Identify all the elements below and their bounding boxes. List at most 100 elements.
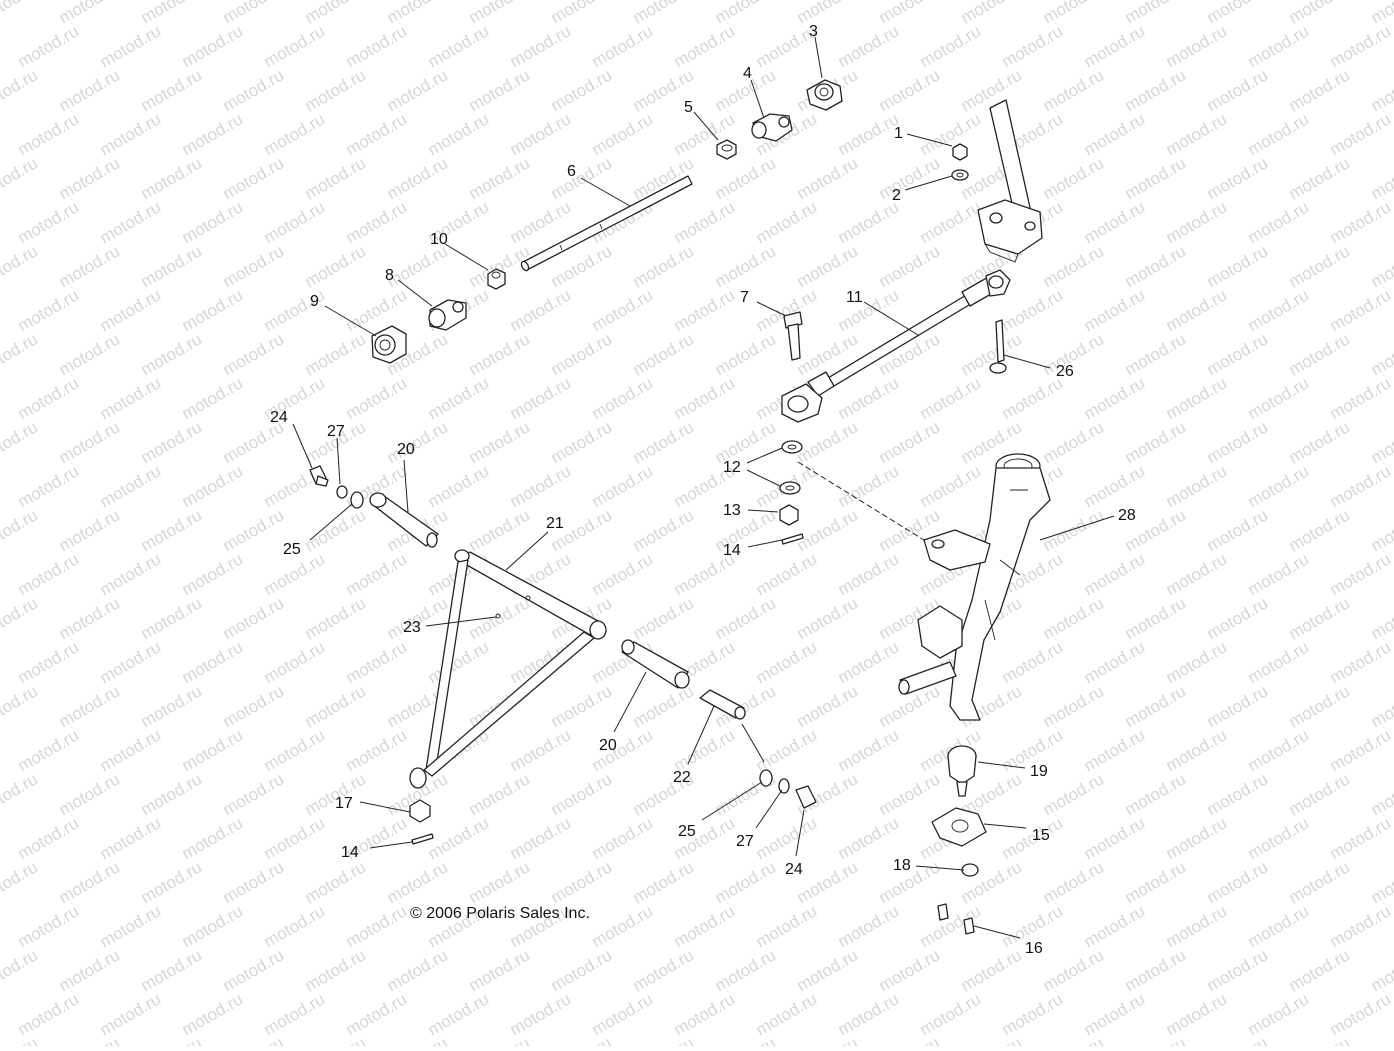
watermark-text: motod.ru — [794, 681, 862, 731]
watermark-text: motod.ru — [1163, 285, 1231, 335]
watermark-text: motod.ru — [1122, 329, 1190, 379]
part-washer-12b — [780, 482, 800, 494]
watermark-text: motod.ru — [876, 241, 944, 291]
watermark-text: motod.ru — [179, 21, 247, 71]
watermark-text: motod.ru — [1122, 417, 1190, 467]
watermark-text: motod.ru — [1368, 241, 1394, 291]
watermark-text: motod.ru — [1122, 945, 1190, 995]
watermark-text: motod.ru — [1327, 461, 1394, 511]
watermark-text: motod.ru — [302, 945, 370, 995]
watermark-text: motod.ru — [97, 637, 165, 687]
watermark-text: motod.ru — [138, 505, 206, 555]
watermark-text: motod.ru — [712, 1033, 780, 1046]
watermark-text: motod.ru — [466, 65, 534, 115]
watermark-text: motod.ru — [384, 945, 452, 995]
watermark-text: motod.ru — [343, 197, 411, 247]
watermark-text: motod.ru — [15, 461, 83, 511]
watermark-text: motod.ru — [1204, 0, 1272, 27]
watermark-text: motod.ru — [302, 505, 370, 555]
watermark-text: motod.ru — [548, 65, 616, 115]
watermark-text: motod.ru — [589, 813, 657, 863]
watermark-text: motod.ru — [1286, 0, 1354, 27]
watermark-text: motod.ru — [1245, 109, 1313, 159]
watermark-text: motod.ru — [220, 857, 288, 907]
watermark-text: motod.ru — [1122, 65, 1190, 115]
watermark-text: motod.ru — [0, 681, 41, 731]
watermark-text: motod.ru — [876, 769, 944, 819]
watermark-text: motod.ru — [712, 241, 780, 291]
watermark-text: motod.ru — [589, 989, 657, 1039]
watermark-text: motod.ru — [1040, 0, 1108, 27]
part-rod-end-8 — [429, 300, 466, 330]
watermark-text: motod.ru — [1204, 681, 1272, 731]
watermark-text: motod.ru — [56, 417, 124, 467]
watermark-text: motod.ru — [630, 593, 698, 643]
watermark-text: motod.ru — [630, 857, 698, 907]
watermark-text: motod.ru — [876, 417, 944, 467]
watermark-text: motod.ru — [56, 505, 124, 555]
watermark-text: motod.ru — [1081, 549, 1149, 599]
watermark-text: motod.ru — [0, 153, 41, 203]
watermark-text: motod.ru — [425, 373, 493, 423]
watermark-text: motod.ru — [1081, 725, 1149, 775]
watermark-text: motod.ru — [343, 989, 411, 1039]
watermark-text: motod.ru — [589, 901, 657, 951]
callout-8: 8 — [385, 267, 394, 284]
watermark-text: motod.ru — [1368, 65, 1394, 115]
watermark-text: motod.ru — [1040, 769, 1108, 819]
callout-4: 4 — [743, 65, 752, 82]
watermark-text: motod.ru — [999, 373, 1067, 423]
watermark-text: motod.ru — [1081, 109, 1149, 159]
callout-14a: 14 — [723, 542, 741, 559]
watermark-text: motod.ru — [712, 505, 780, 555]
watermark-text: motod.ru — [56, 1033, 124, 1046]
watermark-text: motod.ru — [425, 637, 493, 687]
watermark-text: motod.ru — [179, 549, 247, 599]
watermark-text: motod.ru — [1204, 945, 1272, 995]
watermark-text: motod.ru — [1122, 153, 1190, 203]
watermark-text: motod.ru — [958, 0, 1026, 27]
watermark-text: motod.ru — [261, 725, 329, 775]
watermark-text: motod.ru — [179, 725, 247, 775]
watermark-text: motod.ru — [630, 1033, 698, 1046]
watermark-text: motod.ru — [1081, 901, 1149, 951]
watermark-text: motod.ru — [835, 813, 903, 863]
watermark-text: motod.ru — [220, 505, 288, 555]
watermark-text: motod.ru — [1204, 417, 1272, 467]
watermark-text: motod.ru — [97, 461, 165, 511]
watermark-text: motod.ru — [179, 461, 247, 511]
watermark-text: motod.ru — [343, 373, 411, 423]
watermark-text: motod.ru — [384, 857, 452, 907]
watermark-text: motod.ru — [1122, 241, 1190, 291]
watermark-text: motod.ru — [630, 417, 698, 467]
copyright-notice: © 2006 Polaris Sales Inc. — [410, 905, 590, 922]
watermark-text: motod.ru — [56, 65, 124, 115]
watermark-text: motod.ru — [466, 329, 534, 379]
callout-17: 17 — [335, 795, 353, 812]
part-nut-10 — [488, 269, 505, 289]
watermark-text: motod.ru — [138, 769, 206, 819]
watermark-text: motod.ru — [179, 285, 247, 335]
watermark-text: motod.ru — [1286, 681, 1354, 731]
watermark-text: motod.ru — [1368, 417, 1394, 467]
watermark-text: motod.ru — [630, 505, 698, 555]
watermark-text: motod.ru — [712, 593, 780, 643]
watermark-text: motod.ru — [138, 417, 206, 467]
watermark-text: motod.ru — [1245, 197, 1313, 247]
watermark-text: motod.ru — [712, 857, 780, 907]
callout-19: 19 — [1030, 763, 1048, 780]
watermark-text: motod.ru — [548, 769, 616, 819]
watermark-text: motod.ru — [138, 681, 206, 731]
watermark-text: motod.ru — [302, 241, 370, 291]
watermark-text: motod.ru — [15, 637, 83, 687]
watermark-text: motod.ru — [1204, 65, 1272, 115]
watermark-text: motod.ru — [1286, 153, 1354, 203]
part-washer-27b — [779, 779, 789, 793]
watermark-text: motod.ru — [1163, 373, 1231, 423]
watermark-text: motod.ru — [220, 329, 288, 379]
watermark-text: motod.ru — [0, 65, 41, 115]
watermark-text: motod.ru — [1204, 769, 1272, 819]
watermark-text: motod.ru — [1286, 505, 1354, 555]
watermark-text: motod.ru — [15, 21, 83, 71]
